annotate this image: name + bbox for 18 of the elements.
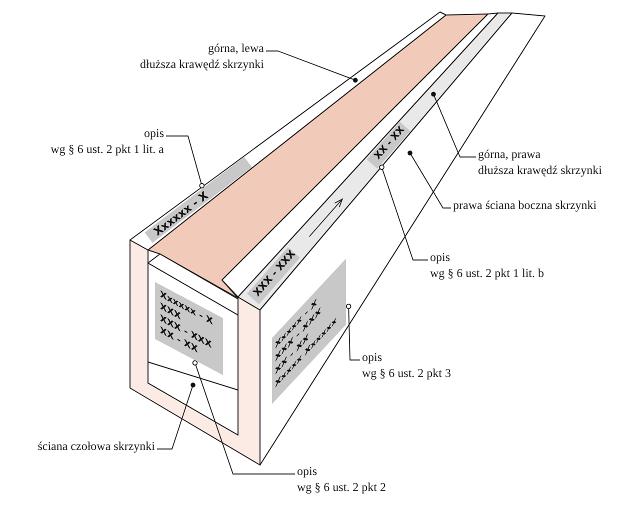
callout-label: górna, lewa dłuższa krawędź skrzynki <box>140 40 264 72</box>
callout-label: opis wg § 6 ust. 2 pkt 2 <box>297 463 386 495</box>
callout-label: ściana czołowa skrzynki <box>38 438 155 454</box>
leader-line <box>192 360 296 474</box>
leader-line <box>166 136 205 188</box>
callout-label: prawa ściana boczna skrzynki <box>453 197 597 213</box>
leader-line <box>379 164 428 260</box>
callout-label: opis wg § 6 ust. 2 pkt 1 lit. b <box>430 249 544 281</box>
marking-text: XX - XX <box>371 124 408 164</box>
label-plate <box>144 156 252 243</box>
leader-line <box>156 382 196 450</box>
label-plate <box>155 282 223 376</box>
leader-line <box>431 92 476 158</box>
callout-label: opis wg § 6 ust. 2 pkt 1 lit. a <box>50 125 164 157</box>
leader-line <box>346 304 360 360</box>
leader-line <box>408 150 452 208</box>
callout-label: górna, prawa dłuższa krawędź skrzynki <box>478 146 602 178</box>
callout-label: opis wg § 6 ust. 2 pkt 3 <box>362 349 452 381</box>
